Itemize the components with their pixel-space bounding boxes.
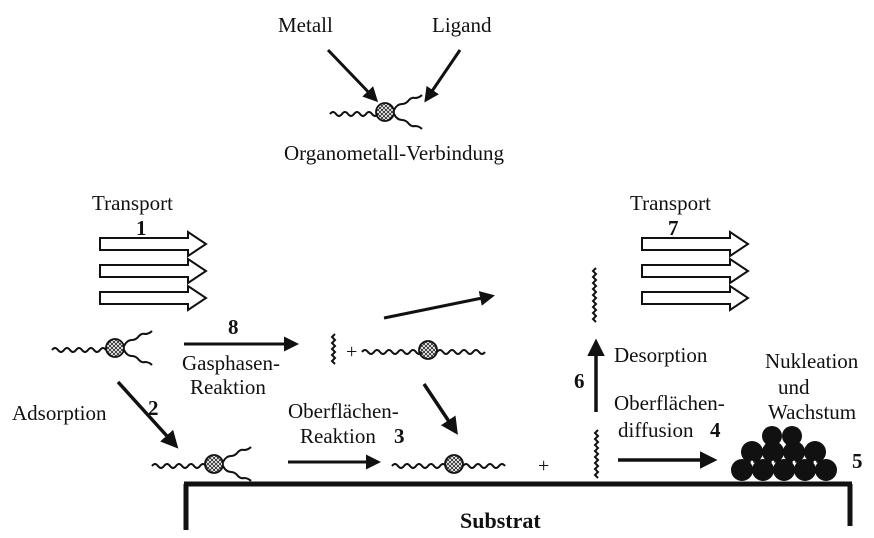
step-5-number: 5 — [852, 449, 863, 473]
step-7-number: 7 — [668, 216, 679, 240]
organometal-molecule-adsorbed — [151, 446, 252, 482]
nucleation-label-3: Wachstum — [768, 400, 856, 424]
nucleation-label-1: Nukleation — [765, 349, 859, 373]
transport-in-arrows — [99, 230, 208, 312]
desorbed-product-arrow — [383, 291, 495, 320]
ligand-fragment-desorbed — [591, 267, 598, 323]
plus-sign-surface: + — [538, 455, 549, 477]
step-6-number: 6 — [574, 369, 585, 393]
ligand-fragment-surface — [593, 429, 600, 479]
compound-label: Organometall-Verbindung — [284, 141, 505, 165]
partial-molecule-surface — [391, 454, 506, 474]
transport-in-label: Transport — [92, 191, 173, 215]
substrate-block — [183, 481, 853, 530]
ligand-pointer-arrow — [424, 49, 462, 103]
step-8-number: 8 — [228, 315, 239, 339]
step-4-number: 4 — [710, 418, 721, 442]
organometal-molecule-gas — [51, 330, 153, 366]
step-2-number: 2 — [148, 396, 159, 420]
transport-out-label: Transport — [630, 191, 711, 215]
partial-molecule-gas — [361, 340, 486, 360]
transport-out-arrows — [641, 230, 750, 312]
organometal-molecule-top — [329, 94, 423, 130]
step-1-number: 1 — [136, 216, 147, 240]
adsorption-label: Adsorption — [12, 401, 107, 425]
adsorption-arrow — [116, 380, 179, 449]
desorption-label: Desorption — [614, 343, 708, 367]
metal-pointer-arrow — [326, 48, 379, 103]
ligand-label: Ligand — [432, 13, 492, 37]
gas-reaction-label-2: Reaktion — [190, 375, 266, 399]
gas-reaction-label-1: Gasphasen- — [182, 351, 280, 375]
surface-reaction-label-2: Reaktion — [300, 424, 376, 448]
surface-diffusion-label-2: diffusion — [618, 418, 694, 442]
surface-diffusion-label-1: Oberflächen- — [614, 391, 725, 415]
metal-label: Metall — [278, 13, 333, 37]
plus-sign-gas: + — [346, 341, 357, 363]
readsorption-arrow — [422, 383, 458, 435]
step-3-number: 3 — [394, 424, 405, 448]
substrate-label: Substrat — [460, 508, 541, 533]
surface-reaction-label-1: Oberflächen- — [288, 399, 399, 423]
nucleation-cluster-highlights — [750, 443, 817, 464]
nucleation-label-2: und — [778, 375, 810, 399]
nucleation-cluster — [731, 426, 837, 481]
ligand-fragment-gas — [330, 333, 337, 365]
